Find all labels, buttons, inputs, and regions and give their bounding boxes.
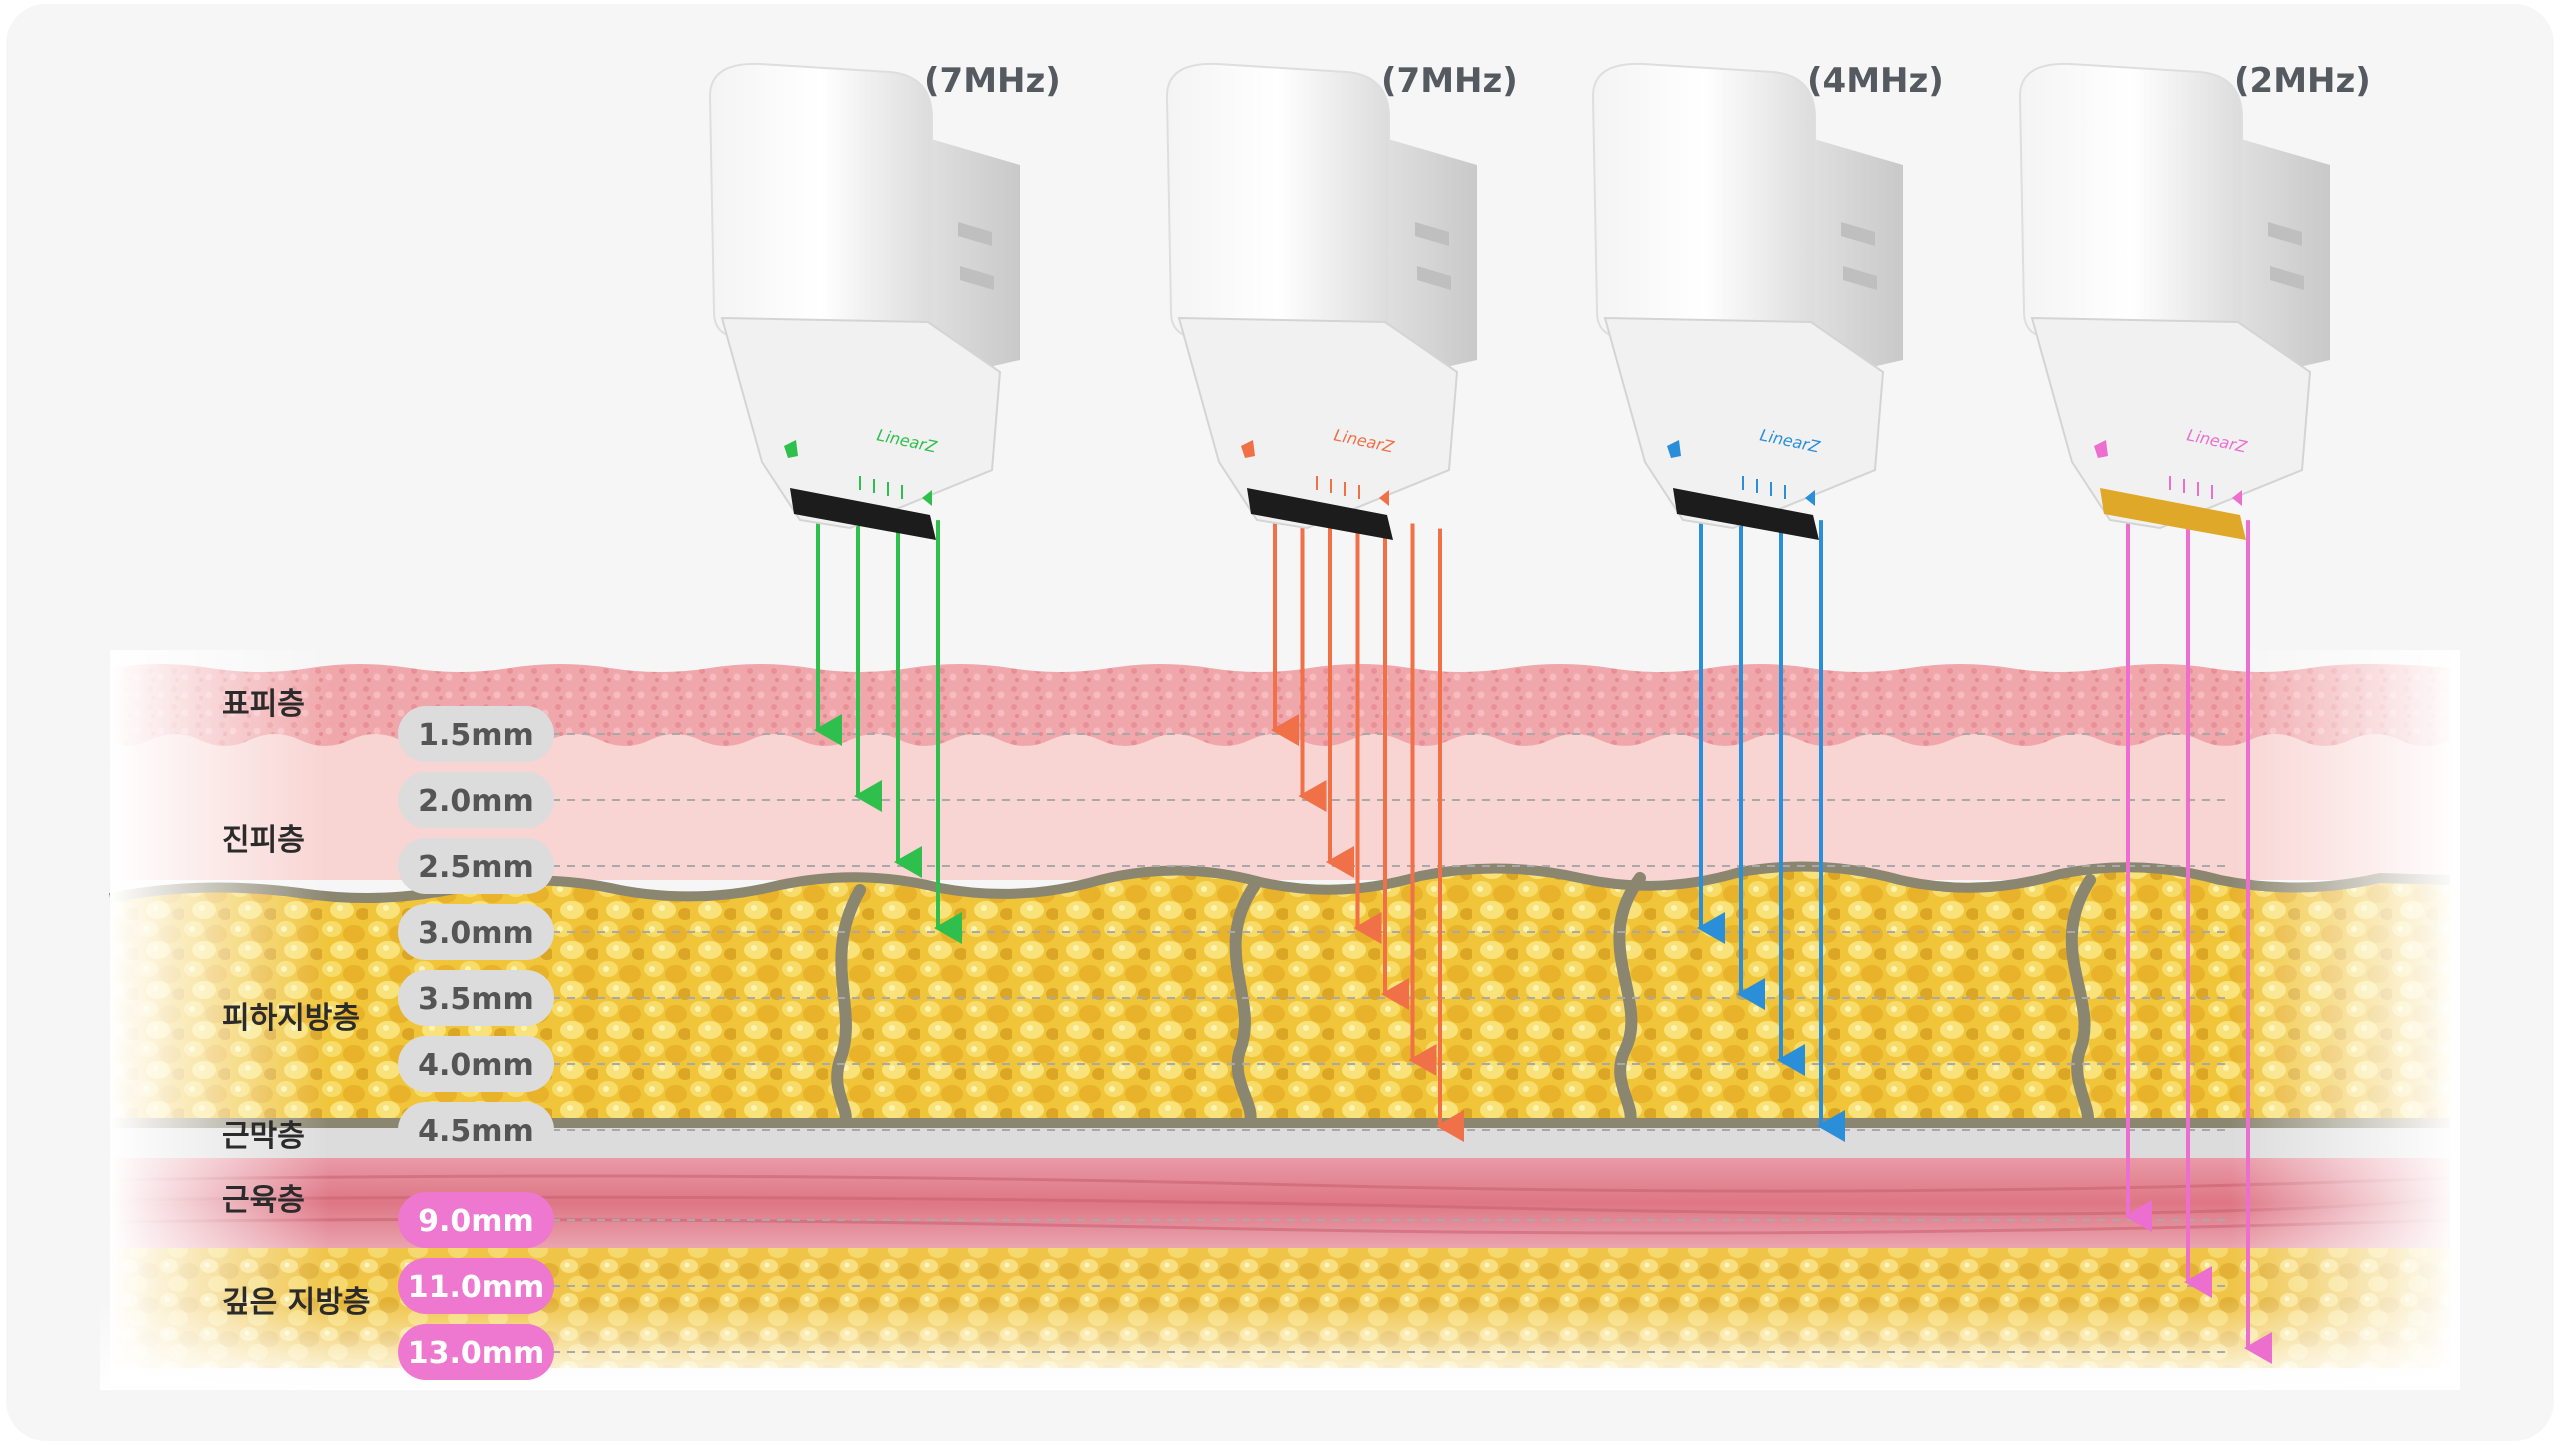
depth-pill-label: 2.5mm (418, 850, 534, 885)
probe-arrow-icon (922, 490, 932, 506)
probe-frequency-label: (4MHz) (1807, 61, 1944, 101)
depth-pill-label: 13.0mm (408, 1336, 545, 1371)
depth-pill-label: 3.5mm (418, 982, 534, 1017)
layer-label-muscle: 근육층 (222, 1183, 305, 1218)
ultrasound-beams (814, 497, 2272, 1364)
depth-pill-label: 4.0mm (418, 1048, 534, 1083)
depth-mark: 2.0mm (398, 772, 2230, 828)
probe-frequency-label: (7MHz) (924, 61, 1061, 101)
depth-scale: 1.5mm 2.0mm 2.5mm 3.0mm 3.5mm 4.0mm 4.5mm 9.0mm… (398, 706, 2230, 1380)
layer-label-fascia: 근막층 (222, 1119, 305, 1154)
depth-pill-label: 1.5mm (418, 718, 534, 753)
depth-pill (398, 1258, 554, 1314)
layer-label-epidermis: 표피층 (222, 687, 305, 722)
probe-body (1165, 62, 1390, 347)
probe-head (2030, 316, 2312, 530)
depth-mark: 4.0mm (398, 1036, 2230, 1092)
probe-color-marker-icon (784, 440, 798, 458)
depth-mark: 11.0mm (398, 1258, 2230, 1314)
depth-pill (398, 1324, 554, 1380)
probe-body (708, 62, 933, 347)
probe-color-marker-icon (2094, 440, 2108, 458)
probe-head (1177, 316, 1459, 530)
layer-label-dermis: 진피층 (222, 823, 305, 858)
probe-4: LinearZ(2MHz) (2018, 61, 2371, 540)
epidermis-layer (110, 664, 2450, 746)
probe-body (2018, 62, 2243, 347)
depth-pill (398, 1192, 554, 1248)
depth-pill-label: 4.5mm (418, 1114, 534, 1149)
probe-frequency-label: (7MHz) (1381, 61, 1518, 101)
probe-2: LinearZ(7MHz) (1165, 61, 1518, 540)
probe-1: LinearZ(7MHz) (708, 61, 1061, 540)
depth-mark: 1.5mm (398, 706, 2230, 762)
layer-label-subcutaneous-fat: 피하지방층 (222, 1001, 360, 1036)
probe-arrow-icon (2232, 490, 2242, 506)
depth-mark: 4.5mm (398, 1102, 2230, 1158)
probe-arrow-icon (1379, 490, 1389, 506)
probe-tip (1247, 488, 1393, 540)
probes: LinearZ(7MHz)LinearZ(7MHz)LinearZ(4MHz)L… (708, 61, 2371, 540)
layer-label-deep-fat: 깊은 지방층 (222, 1285, 370, 1320)
probe-body (1591, 62, 1816, 347)
depth-mark: 3.0mm (398, 904, 2230, 960)
fascia-line (110, 1118, 2450, 1128)
depth-pill (398, 706, 554, 762)
depth-pill (398, 1036, 554, 1092)
probe-tip (2100, 488, 2246, 540)
depth-pill-label: 9.0mm (418, 1204, 534, 1239)
depth-pill-label: 2.0mm (418, 784, 534, 819)
depth-pill (398, 970, 554, 1026)
depth-mark: 3.5mm (398, 970, 2230, 1026)
probe-3: LinearZ(4MHz) (1591, 61, 1944, 540)
probe-head (720, 316, 1002, 530)
depth-pill (398, 1102, 554, 1158)
probe-arrow-icon (1805, 490, 1815, 506)
probe-tip (1673, 488, 1819, 540)
depth-pill (398, 904, 554, 960)
depth-pill (398, 838, 554, 894)
depth-pill-label: 3.0mm (418, 916, 534, 951)
probe-frequency-label: (2MHz) (2234, 61, 2371, 101)
depth-pill-label: 11.0mm (408, 1270, 545, 1305)
probe-color-marker-icon (1241, 440, 1255, 458)
probe-head (1603, 316, 1885, 530)
depth-mark: 2.5mm (398, 838, 2230, 894)
fibrous-septa (831, 872, 2096, 1128)
depth-mark: 13.0mm (398, 1324, 2230, 1380)
depth-mark: 9.0mm (398, 1192, 2230, 1248)
depth-pill (398, 772, 554, 828)
probe-tip (790, 488, 936, 540)
probe-color-marker-icon (1667, 440, 1681, 458)
layer-labels: 표피층 진피층 피하지방층 근막층 근육층 깊은 지방층 (222, 687, 370, 1320)
